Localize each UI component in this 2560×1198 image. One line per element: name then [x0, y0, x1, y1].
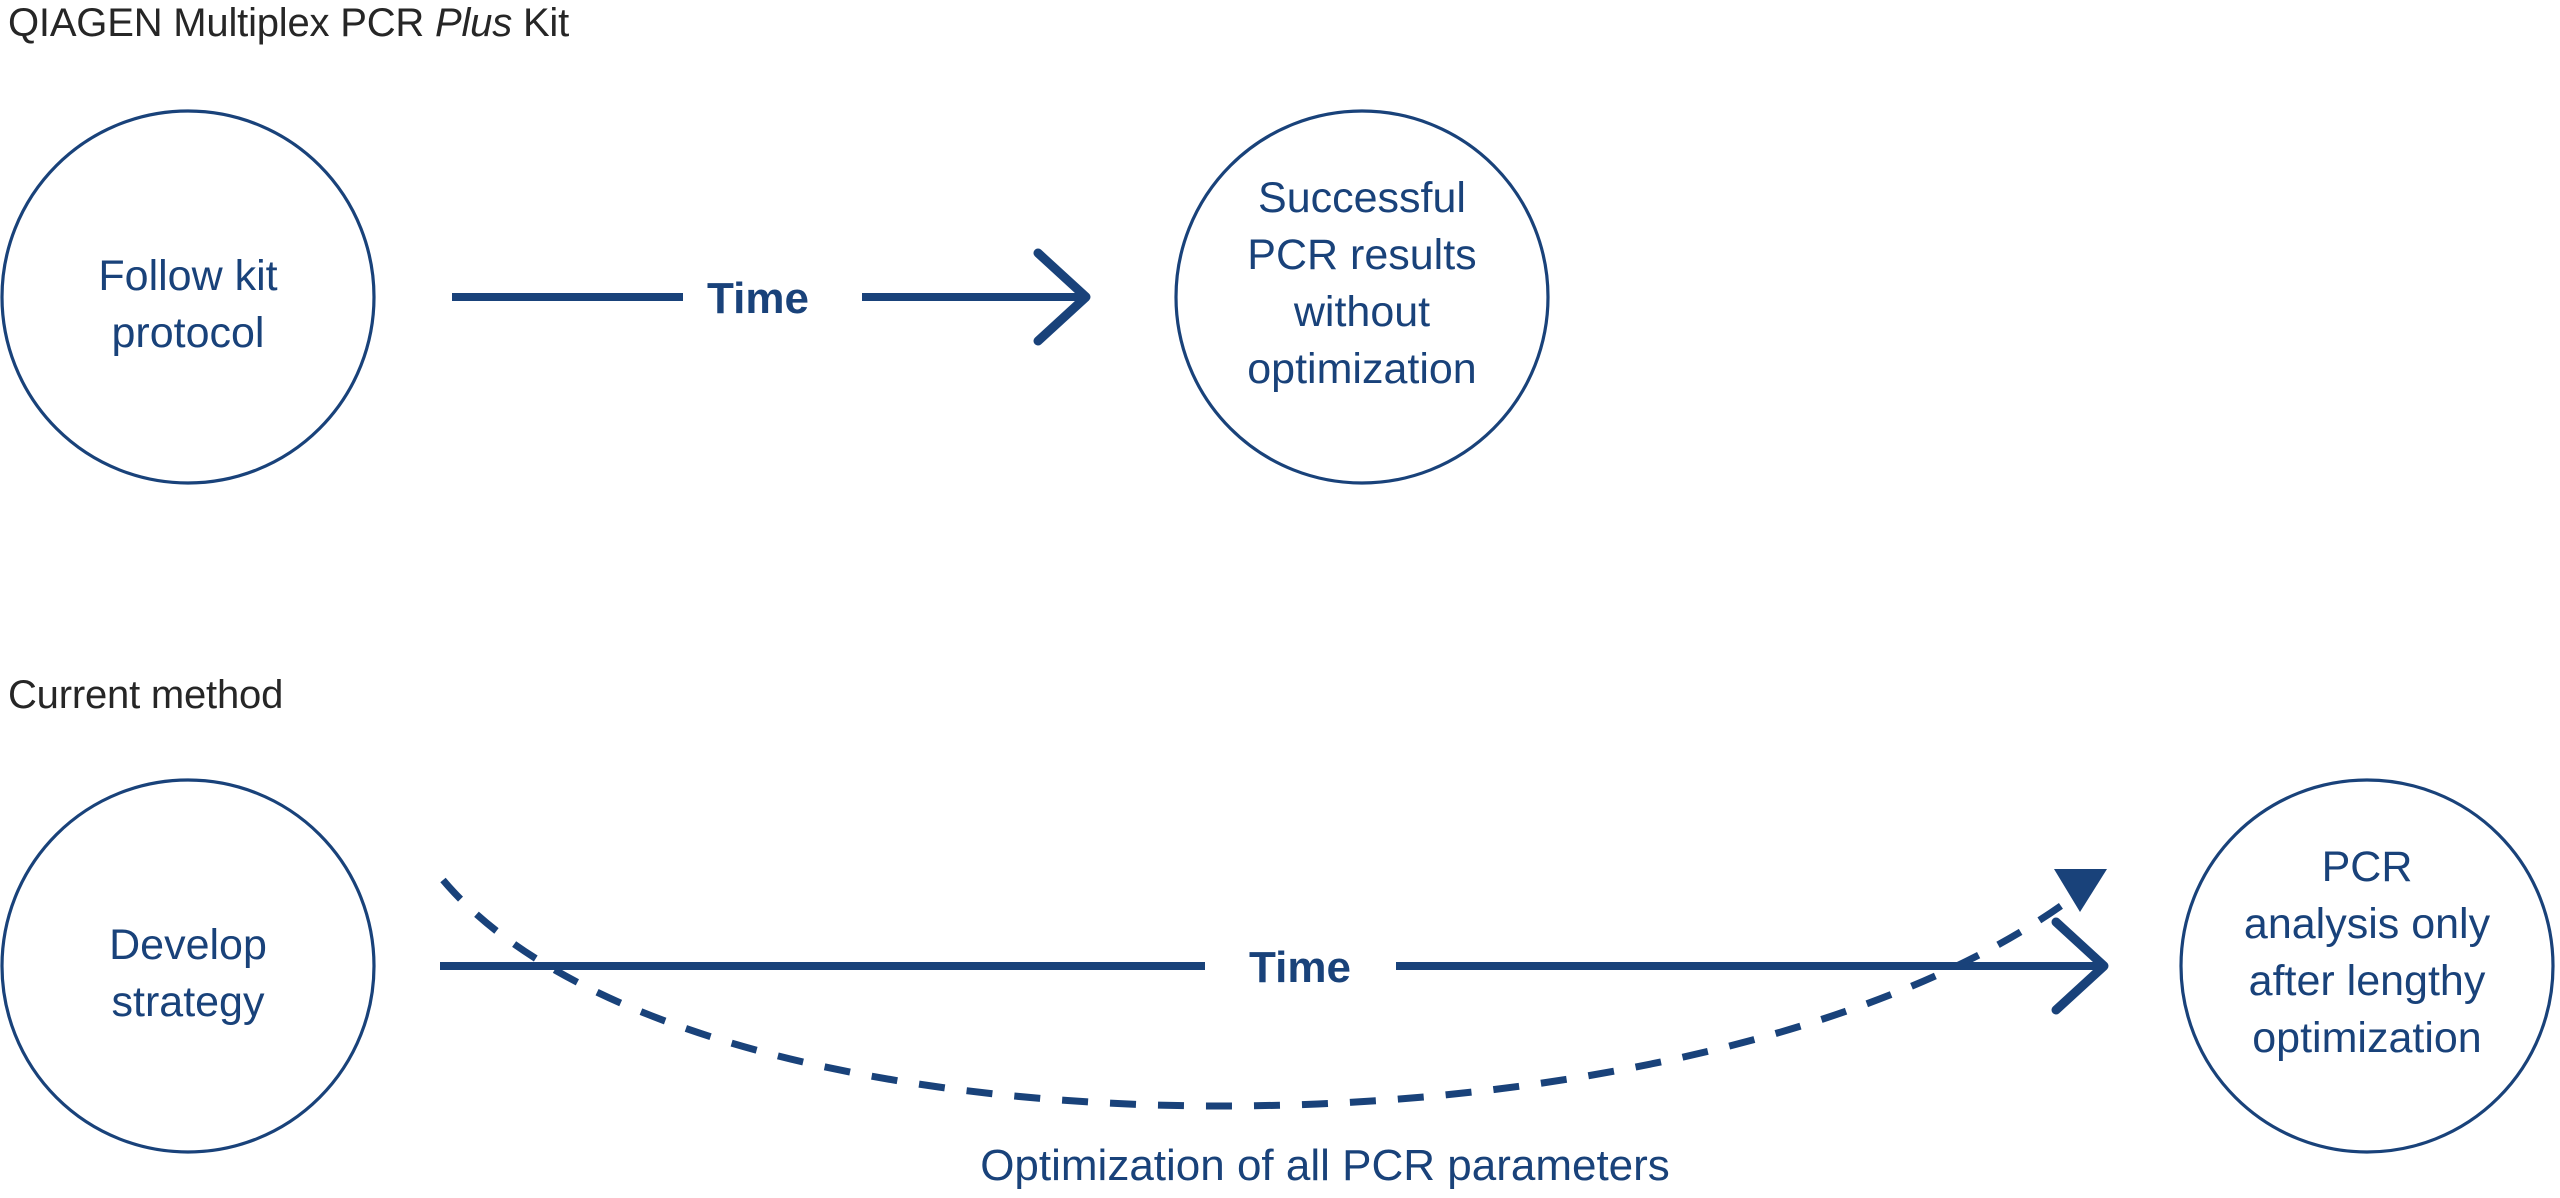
heading-italic: Plus — [435, 1, 512, 45]
node-follow-kit-protocol-line2: protocol — [112, 309, 265, 357]
timeline-label-current: Time — [1249, 943, 1351, 992]
node-pcr-analysis-lengthy-line2: analysis only — [2244, 900, 2491, 948]
node-develop-strategy-line2: strategy — [112, 978, 265, 1026]
section-heading-kit: QIAGEN Multiplex PCR Plus Kit — [8, 1, 569, 45]
node-pcr-analysis-lengthy-line4: optimization — [2252, 1014, 2481, 1062]
node-develop-strategy-line1: Develop — [109, 921, 267, 969]
node-pcr-analysis-lengthy-line1: PCR — [2322, 843, 2413, 891]
heading-suffix: Kit — [512, 1, 569, 45]
node-successful-pcr-results-line1: Successful — [1258, 174, 1466, 222]
node-follow-kit-protocol-line1: Follow kit — [98, 252, 277, 300]
node-successful-pcr-results — [1174, 109, 1550, 485]
section-heading-current: Current method — [8, 673, 283, 717]
optimization-curve — [440, 877, 2088, 1110]
optimization-curve-caption: Optimization of all PCR parameters — [980, 1141, 1670, 1190]
node-successful-pcr-results-line2: PCR results — [1247, 231, 1476, 279]
triangle-down-icon — [2054, 869, 2107, 912]
node-successful-pcr-results-line4: optimization — [1247, 345, 1476, 393]
node-develop-strategy — [0, 778, 376, 1154]
arrow-right-icon-current — [2051, 917, 2109, 1015]
node-follow-kit-protocol — [0, 109, 376, 485]
arrow-right-icon-kit — [1033, 248, 1091, 346]
node-successful-pcr-results-line3: without — [1293, 288, 1430, 336]
timeline-label-kit: Time — [707, 274, 809, 323]
heading-prefix: QIAGEN Multiplex PCR — [8, 1, 435, 45]
node-pcr-analysis-lengthy — [2179, 778, 2555, 1154]
node-pcr-analysis-lengthy-line3: after lengthy — [2249, 957, 2486, 1005]
